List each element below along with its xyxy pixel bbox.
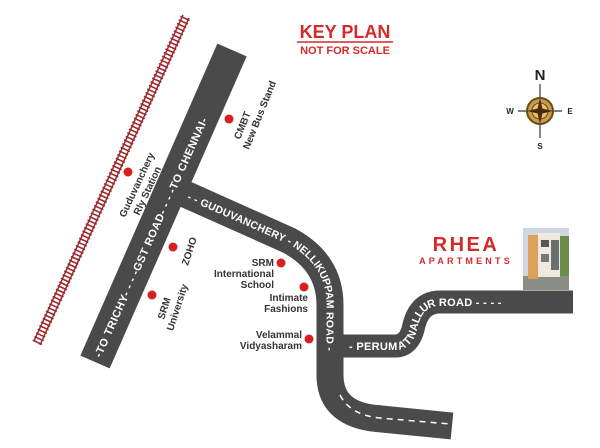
compass-w: W	[506, 107, 514, 116]
location-marker-icon	[123, 167, 133, 177]
compass-rose-icon: N S E W	[506, 67, 573, 151]
location-marker-icon	[276, 258, 286, 268]
railway-track	[32, 13, 191, 346]
project-name: RHEA	[433, 234, 500, 256]
zoho-label: ZOHO	[180, 236, 199, 267]
landmark-srm-school: SRM International School	[214, 258, 286, 291]
velammal-label-2: Vidyasharam	[240, 341, 302, 352]
location-marker-icon	[304, 334, 314, 344]
landmark-zoho: ZOHO	[168, 236, 200, 267]
landmark-intimate-fashions: Intimate Fashions	[264, 282, 309, 315]
project-label: RHEA APARTMENTS	[419, 234, 513, 266]
landmark-velammal: Velammal Vidyasharam	[240, 330, 314, 352]
map-title: KEY PLAN NOT FOR SCALE	[297, 22, 393, 57]
compass-n: N	[535, 67, 546, 84]
project-sub: APARTMENTS	[419, 256, 513, 266]
location-marker-icon	[224, 114, 234, 124]
location-marker-icon	[168, 242, 178, 252]
srm-school-label-2: International	[214, 269, 274, 280]
location-marker-icon	[299, 282, 309, 292]
not-for-scale-label: NOT FOR SCALE	[300, 45, 390, 57]
compass-e: E	[567, 107, 573, 116]
building-photo	[523, 228, 569, 290]
srm-school-label-1: SRM	[252, 258, 274, 269]
perumatnallur-road: - PERUMATNALLUR ROAD - - - -	[342, 290, 573, 358]
velammal-label-1: Velammal	[256, 330, 302, 341]
intimate-label-2: Fashions	[264, 304, 308, 315]
location-marker-icon	[147, 290, 157, 300]
compass-s: S	[537, 142, 543, 151]
intimate-label-1: Intimate	[270, 293, 309, 304]
srm-school-label-3: School	[241, 280, 275, 291]
landmark-srm-university: SRM University	[147, 282, 191, 332]
key-plan-title: KEY PLAN	[300, 22, 391, 42]
